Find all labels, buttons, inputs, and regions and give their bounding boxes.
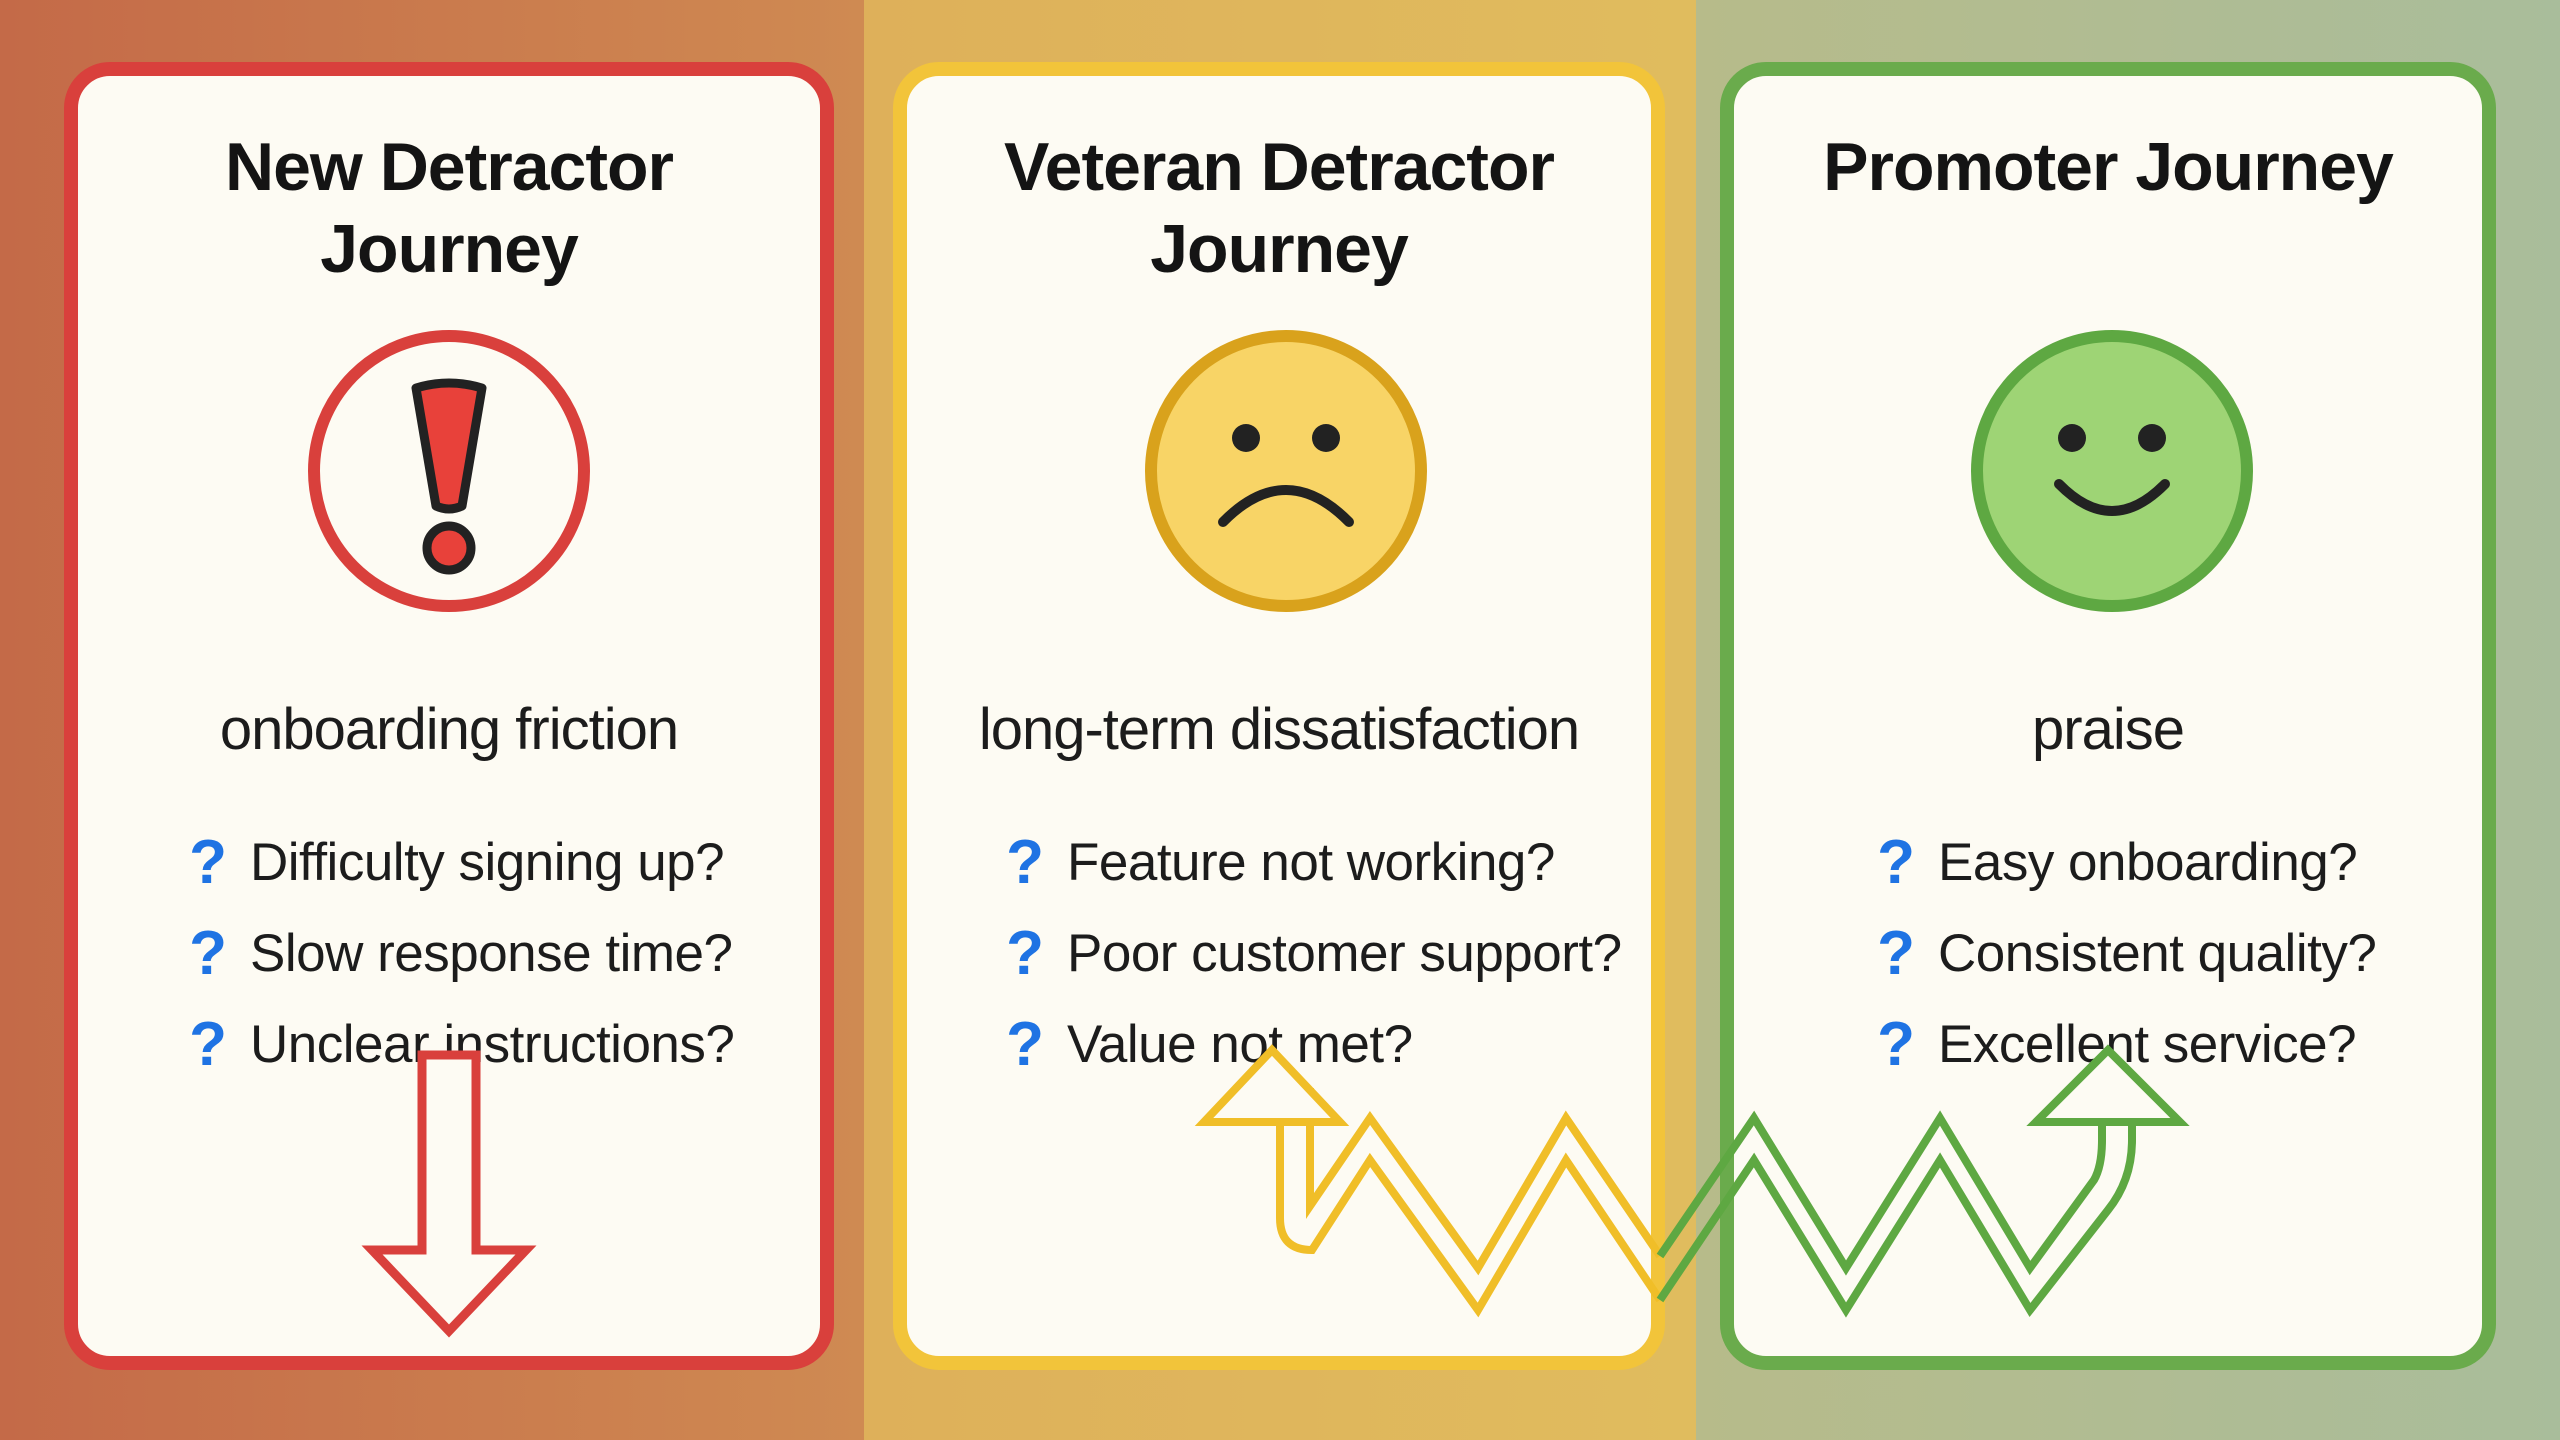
zigzag-arrow-yellow (1194, 1044, 1664, 1318)
card-title: New Detractor Journey (78, 126, 820, 290)
question-list: ?Difficulty signing up? ?Slow response t… (176, 828, 735, 1101)
card-subtitle: long-term dissatisfaction (978, 697, 1580, 762)
question-item: ?Feature not working? (993, 828, 1622, 919)
question-mark-icon: ? (1006, 828, 1044, 897)
card-title-line1: Promoter Journey (1823, 129, 2394, 205)
question-item: ?Difficulty signing up? (176, 828, 734, 919)
new-detractor-card: New Detractor Journey onboarding frictio… (64, 62, 834, 1370)
question-list: ?Easy onboarding? ?Consistent quality? ?… (1864, 828, 2377, 1101)
card-title-line1: Veteran Detractor (1004, 129, 1555, 205)
question-mark-icon: ? (1877, 828, 1915, 897)
card-title-line2: Journey (1150, 211, 1409, 287)
card-subtitle: onboarding friction (219, 697, 679, 762)
card-title: Promoter Journey (1734, 126, 2482, 208)
question-item: ?Poor customer support? (993, 919, 1622, 1010)
question-mark-icon: ? (1877, 919, 1915, 988)
question-mark-icon: ? (1006, 919, 1044, 988)
question-item: ?Easy onboarding? (1864, 828, 2376, 919)
card-subtitle: praise (2032, 697, 2185, 762)
card-title-line1: New Detractor (224, 129, 674, 205)
exclamation-icon (308, 330, 590, 612)
question-mark-icon: ? (189, 828, 227, 897)
question-item: ?Excellent service? (1864, 1010, 2376, 1101)
question-item: ?Slow response time? (176, 919, 734, 1010)
question-item: ?Value not met? (993, 1010, 1622, 1101)
down-arrow-icon (361, 1050, 537, 1338)
card-title: Veteran Detractor Journey (907, 126, 1651, 290)
question-mark-icon: ? (1006, 1010, 1044, 1079)
happy-face-icon (1971, 330, 2253, 612)
sad-face-icon (1145, 330, 1427, 612)
question-mark-icon: ? (1877, 1010, 1915, 1079)
question-item: ?Consistent quality? (1864, 919, 2377, 1010)
question-mark-icon: ? (189, 1010, 227, 1079)
question-mark-icon: ? (189, 919, 227, 988)
question-item: ?Unclear instructions? (176, 1010, 735, 1101)
card-title-line2: Journey (320, 211, 579, 287)
promoter-card: Promoter Journey praise ?Easy onboarding… (1720, 62, 2496, 1370)
question-list: ?Feature not working? ?Poor customer sup… (993, 828, 1622, 1101)
zigzag-arrow-green (1656, 1044, 2190, 1318)
